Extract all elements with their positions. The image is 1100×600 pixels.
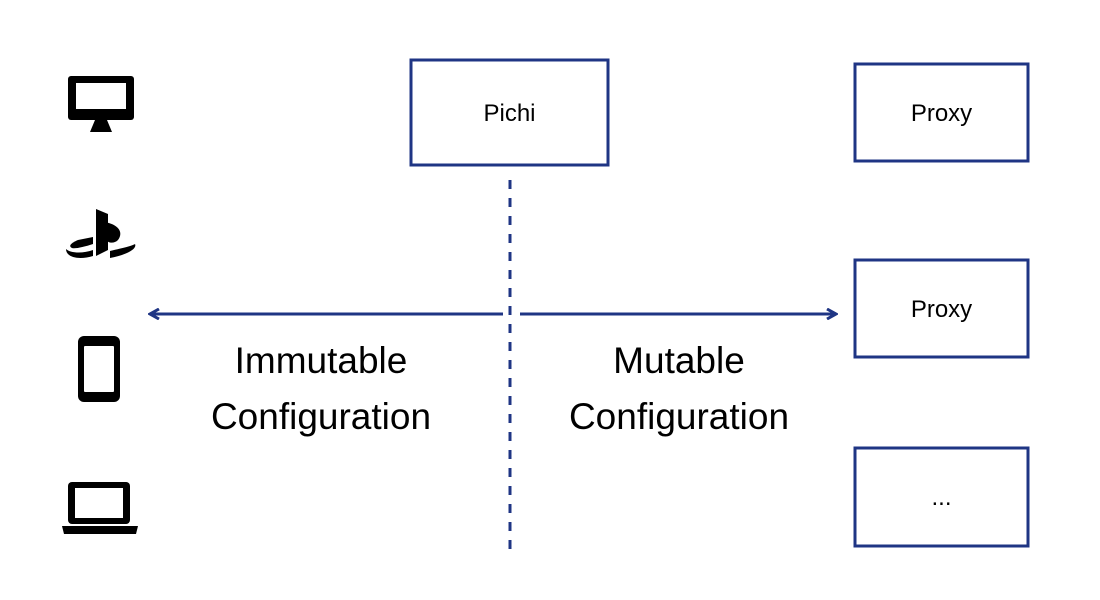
smartphone-icon xyxy=(78,336,120,402)
mutable-label: Mutable xyxy=(613,340,745,381)
proxy-node-2: Proxy xyxy=(853,258,1030,359)
proxy-2-label: Proxy xyxy=(911,296,972,323)
mutable-configuration-label: Configuration xyxy=(569,396,789,437)
pichi-label: Pichi xyxy=(483,100,535,127)
playstation-logo-icon xyxy=(66,209,136,258)
immutable-configuration-label: Configuration xyxy=(211,396,431,437)
proxy-node-1: Proxy xyxy=(853,62,1030,163)
pichi-node: Pichi xyxy=(409,58,610,167)
desktop-monitor-icon xyxy=(68,76,134,132)
laptop-icon xyxy=(62,482,138,534)
immutable-label: Immutable xyxy=(235,340,408,381)
ellipsis-label: ... xyxy=(931,484,951,511)
ellipsis-node: ... xyxy=(853,446,1030,548)
proxy-1-label: Proxy xyxy=(911,100,972,127)
